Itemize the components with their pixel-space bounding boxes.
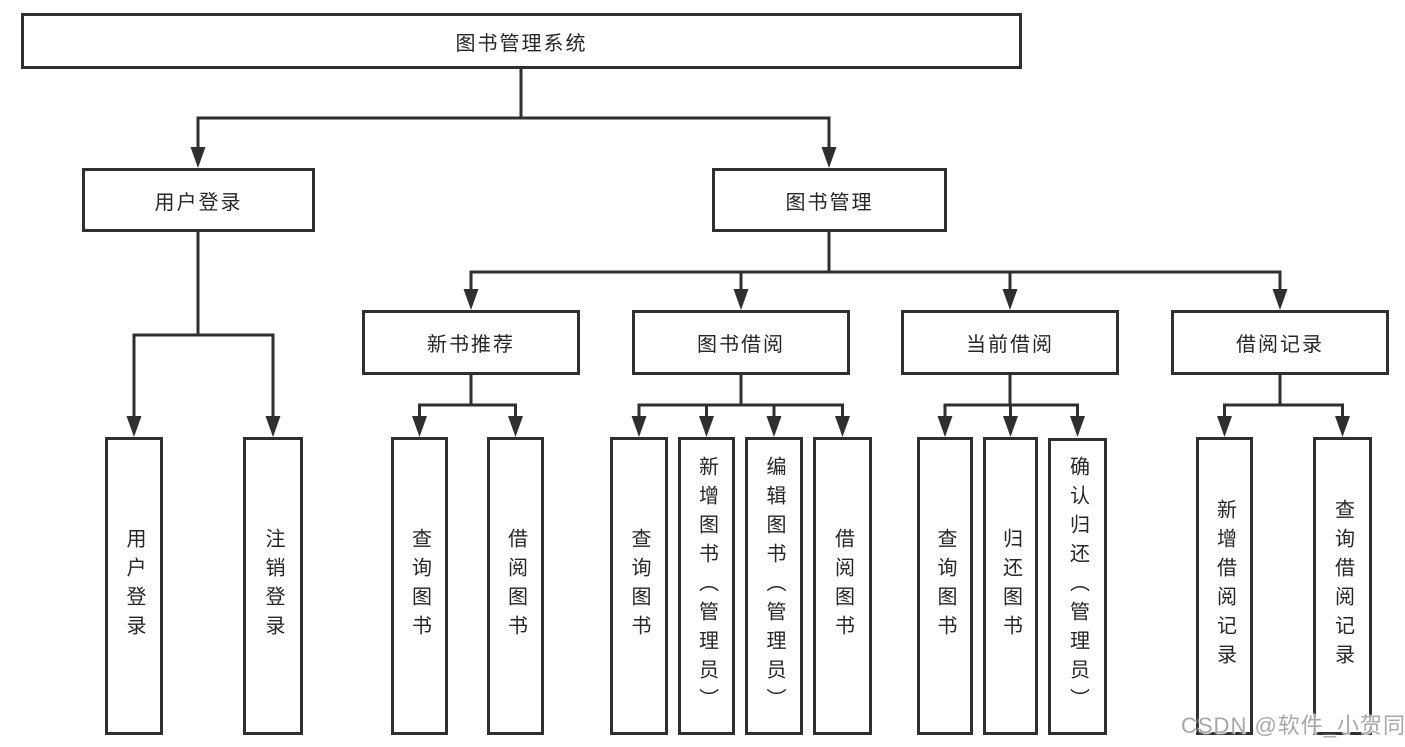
node-library-management-system: 图书管理系统 <box>21 13 1022 69</box>
node-leaf-borrow-books-recommend: 借阅图书 <box>487 437 544 735</box>
node-label: 当前借阅 <box>966 334 1054 356</box>
node-label: 用户登录 <box>154 191 243 214</box>
node-leaf-add-books-admin: 新增图书（管理员） <box>678 437 735 735</box>
node-new-book-recommendation: 新书推荐 <box>362 310 580 375</box>
node-label: 新书推荐 <box>427 334 515 356</box>
csdn-watermark: CSDN @软件_小贺同学 <box>1181 713 1405 738</box>
node-label: 新增图书（管理员） <box>695 455 718 717</box>
node-book-management: 图书管理 <box>712 168 947 232</box>
node-current-borrowing: 当前借阅 <box>901 310 1119 375</box>
node-user-login: 用户登录 <box>82 168 315 232</box>
node-label: 归还图书 <box>999 528 1022 644</box>
node-label: 查询图书 <box>934 528 956 644</box>
node-leaf-query-books-recommend: 查询图书 <box>391 437 448 735</box>
node-label: 查询借阅记录 <box>1331 499 1354 673</box>
node-label: 确认归还（管理员） <box>1066 456 1089 717</box>
node-leaf-borrow-books: 借阅图书 <box>813 437 872 735</box>
node-label: 注销登录 <box>262 528 284 644</box>
node-leaf-add-borrow-record: 新增借阅记录 <box>1196 437 1253 735</box>
node-leaf-edit-books-admin: 编辑图书（管理员） <box>745 437 803 735</box>
node-leaf-logout: 注销登录 <box>243 437 303 735</box>
node-label: 借阅图书 <box>504 528 527 644</box>
node-borrowing-records: 借阅记录 <box>1171 310 1389 375</box>
node-label: 新增借阅记录 <box>1213 499 1236 673</box>
node-label: 查询图书 <box>628 528 650 644</box>
node-book-borrowing: 图书借阅 <box>632 310 850 375</box>
node-label: 借阅记录 <box>1236 334 1324 356</box>
node-label: 用户登录 <box>123 528 145 644</box>
node-label: 借阅图书 <box>831 528 854 644</box>
node-label: 查询图书 <box>408 528 431 644</box>
node-label: 图书管理 <box>785 191 874 214</box>
node-label: 图书管理系统 <box>455 32 588 55</box>
node-leaf-return-books: 归还图书 <box>983 437 1038 735</box>
node-leaf-query-books-current: 查询图书 <box>917 437 973 735</box>
node-leaf-query-books-borrowing: 查询图书 <box>610 437 668 735</box>
node-leaf-query-borrow-record: 查询借阅记录 <box>1313 437 1372 735</box>
node-label: 编辑图书（管理员） <box>763 455 785 717</box>
node-leaf-confirm-return-admin: 确认归还（管理员） <box>1048 438 1107 735</box>
node-label: 图书借阅 <box>697 334 785 356</box>
node-leaf-user-login: 用户登录 <box>105 437 163 735</box>
